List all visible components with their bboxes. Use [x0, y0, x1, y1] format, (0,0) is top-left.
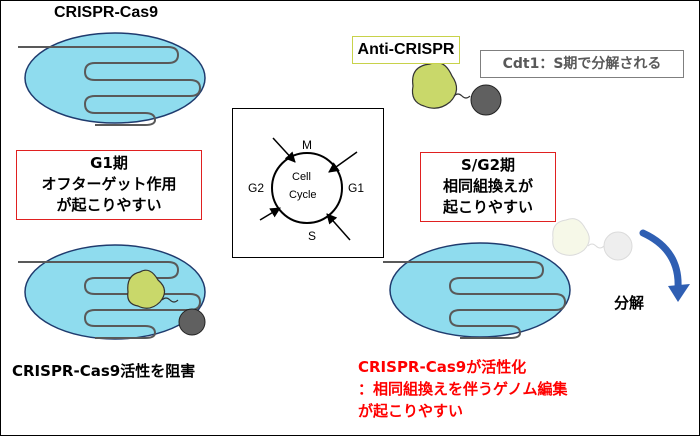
- dna-strand: [18, 46, 202, 126]
- protein-linker: [161, 297, 179, 303]
- sg2-box-line1: S/G2期: [460, 156, 516, 174]
- anti-crispr-protein: [127, 269, 166, 309]
- cycle-label-s: S: [308, 229, 317, 243]
- activation-caption-line1: CRISPR-Cas9が活性化: [358, 358, 527, 376]
- cell-cycle-box: [232, 108, 384, 258]
- anti-crispr-top: [411, 61, 502, 116]
- cell-top-left: [18, 32, 206, 126]
- cell-bottom-right: [383, 242, 571, 339]
- sg2-box-line2: 相同組換えが: [442, 177, 533, 195]
- degradation-label: 分解: [614, 294, 645, 312]
- protein-linker: [453, 93, 471, 99]
- sg2-box-line3: 起こりやすい: [442, 198, 533, 216]
- cycle-label-m: M: [302, 138, 312, 152]
- crispr-cas9-title: CRISPR-Cas9: [54, 4, 159, 21]
- phase-divider-g2: [259, 207, 281, 221]
- g1-box-line2: オフターゲット作用: [41, 175, 177, 193]
- dna-strand: [18, 261, 202, 339]
- cycle-circle: [271, 152, 343, 224]
- phase-divider-g1: [328, 151, 358, 173]
- g1-box-line3: が起こりやすい: [56, 196, 162, 214]
- cycle-center-line2: Cycle: [289, 189, 317, 201]
- dna-strand: [383, 261, 567, 339]
- cdt1-ball: [178, 308, 206, 336]
- cell-bottom-left: [18, 244, 206, 340]
- cdt1-ball: [470, 84, 502, 116]
- cycle-center-line1: Cell: [292, 171, 311, 183]
- g1-box-line1: G1期: [90, 154, 128, 172]
- inhibition-caption: CRISPR-Cas9活性を阻害: [12, 362, 196, 380]
- degradation-arrow: [639, 229, 690, 302]
- phase-divider-m: [272, 137, 296, 163]
- cycle-label-g2: G2: [248, 181, 265, 195]
- cdt1-label: Cdt1：S期で分解される: [480, 50, 684, 78]
- cycle-label-g1: G1: [348, 181, 365, 195]
- activation-caption-line3: が起こりやすい: [358, 402, 464, 420]
- anti-crispr-protein: [411, 61, 458, 109]
- activation-caption-line2: ：相同組換えを伴うゲノム編集: [358, 380, 568, 398]
- anti-crispr-label: Anti-CRISPR: [352, 36, 460, 64]
- phase-divider-s: [326, 213, 351, 241]
- sg2-phase-box: S/G2期 相同組換えが 起こりやすい: [420, 152, 556, 222]
- degrading-protein: [552, 218, 633, 261]
- cell-ellipse: [24, 32, 206, 124]
- g1-phase-box: G1期 オフターゲット作用 が起こりやすい: [16, 150, 202, 220]
